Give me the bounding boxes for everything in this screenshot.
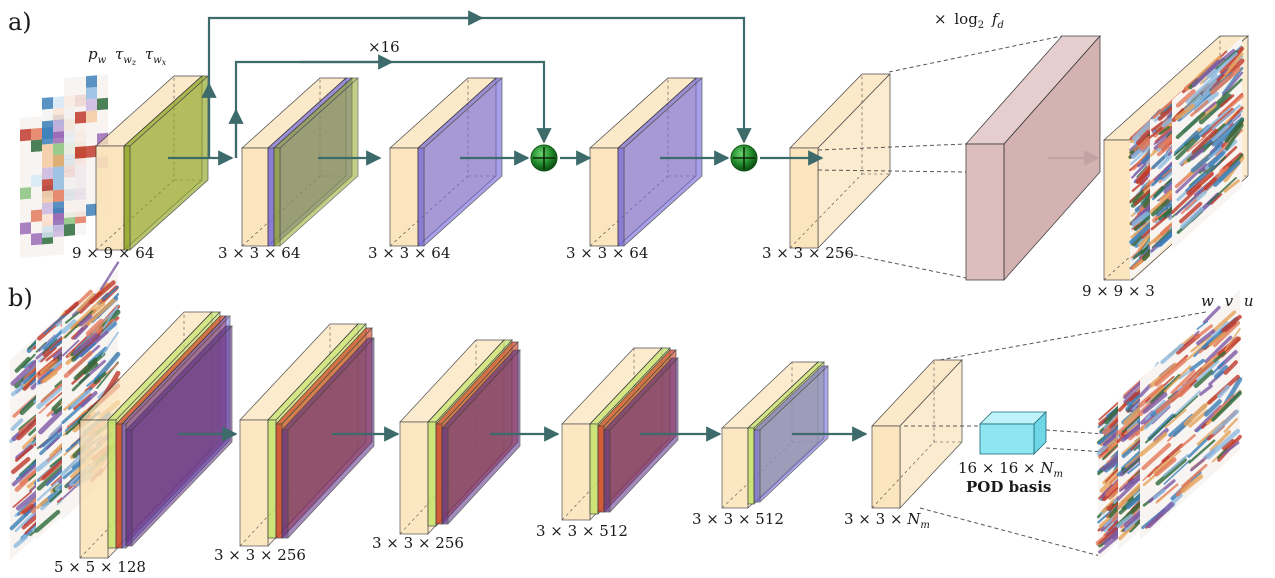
output-map-b1 <box>1137 290 1243 540</box>
input-map-1 <box>64 74 108 218</box>
res-block-a4-blue <box>617 77 703 247</box>
layer-label-b6: 3 × 3 × Nm <box>844 510 930 531</box>
panel-a-label: a) <box>8 8 32 36</box>
layer-labels-a: 9 × 9 × 64 3 × 3 × 64 3 × 3 × 64 3 × 3 ×… <box>72 244 1155 300</box>
layer-label-a6: 9 × 9 × 3 <box>1082 282 1155 300</box>
enc-block-b6-beige <box>871 359 963 509</box>
layer-label-b1: 5 × 5 × 128 <box>54 558 146 576</box>
pod-title: POD basis <box>966 478 1051 496</box>
panel-b-label: b) <box>8 284 33 312</box>
conv-block-a1-olive <box>123 75 209 251</box>
pod-dims-label: 16 × 16 × Nm <box>958 459 1063 480</box>
output-fields-b <box>1095 290 1243 560</box>
enc-block-b1-purple <box>125 325 233 547</box>
upsample-block <box>965 34 1101 282</box>
layer-label-a3: 3 × 3 × 64 <box>368 244 450 262</box>
sum-node-2 <box>730 144 758 172</box>
layer-label-b5: 3 × 3 × 512 <box>692 510 784 528</box>
layer-label-a2: 3 × 3 × 64 <box>218 244 300 262</box>
encoder-blocks-a <box>95 73 891 251</box>
output-map-a1 <box>1170 37 1245 250</box>
output-field-a <box>1103 35 1249 281</box>
pod-basis-cube <box>979 411 1047 455</box>
input-channel-labels: pw τwz τwx <box>88 45 167 69</box>
layer-labels-b: 5 × 5 × 128 3 × 3 × 256 3 × 3 × 256 3 × … <box>54 510 930 576</box>
sum-node-1 <box>530 144 558 172</box>
output-channel-labels: w v u <box>1201 292 1254 310</box>
conv-block-a5-beige <box>789 73 891 249</box>
res-block-a3-blue <box>417 77 503 247</box>
repeat-label: ×16 <box>368 38 400 56</box>
layer-label-a1: 9 × 9 × 64 <box>72 244 154 262</box>
enc-block-b2-purple <box>281 337 375 539</box>
layer-label-b3: 3 × 3 × 256 <box>372 534 464 552</box>
skip-connections <box>201 10 752 158</box>
layer-label-b4: 3 × 3 × 512 <box>536 522 628 540</box>
upsample-label: × log2 fd <box>934 10 1004 32</box>
input-fields-a <box>20 74 108 258</box>
pod-projection <box>904 311 1207 557</box>
upsample-projection <box>817 35 1063 279</box>
input-fields-b <box>9 261 121 560</box>
layer-label-a4: 3 × 3 × 64 <box>566 244 648 262</box>
res-block-a2-olive <box>273 77 359 247</box>
enc-block-b3-purple <box>441 349 521 525</box>
encoder-blocks-b <box>79 311 963 559</box>
layer-label-a5: 3 × 3 × 256 <box>762 244 854 262</box>
layer-label-b2: 3 × 3 × 256 <box>214 546 306 564</box>
